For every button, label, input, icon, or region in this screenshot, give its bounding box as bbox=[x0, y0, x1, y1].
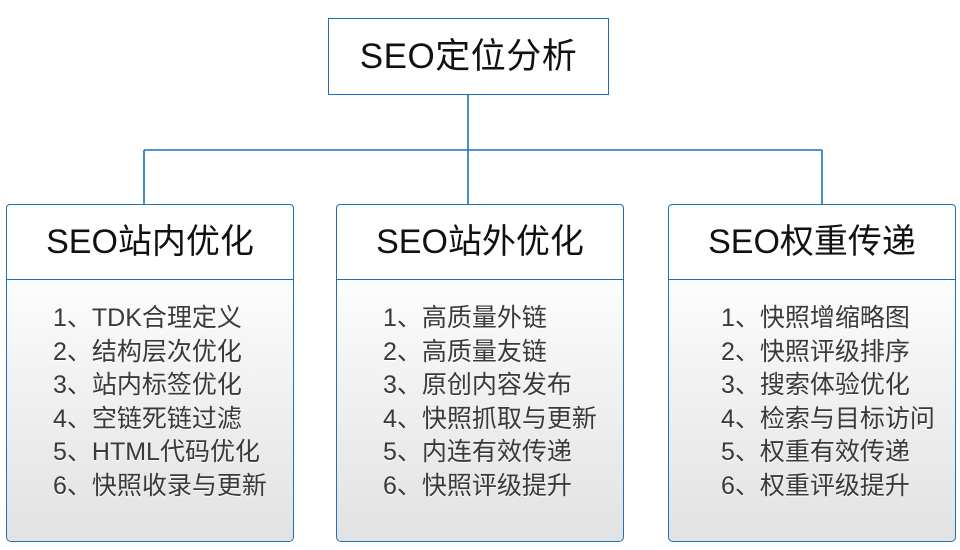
list-item: 1、快照增缩略图 bbox=[721, 304, 910, 332]
list-item: 4、快照抓取与更新 bbox=[383, 404, 597, 433]
list-item: 3、原创内容发布 bbox=[383, 371, 572, 399]
list-item: 3、站内标签优化 bbox=[53, 371, 242, 399]
list-item: 4、检索与目标访问 bbox=[721, 404, 935, 433]
list-item: 5、HTML代码优化 bbox=[53, 438, 260, 466]
list-item: 1、高质量外链 bbox=[383, 304, 547, 332]
list-item: 5、内连有效传递 bbox=[383, 438, 572, 466]
list-item: 6、快照收录与更新 bbox=[53, 471, 267, 500]
branch-2-item-list: 1、高质量外链 2、高质量友链 3、原创内容发布 4、快照抓取与更新 5、内连有… bbox=[337, 302, 597, 503]
branch-column-1: SEO站内优化 1、TDK合理定义 2、结构层次优化 3、站内标签优化 4、空链… bbox=[6, 204, 294, 542]
list-item: 2、结构层次优化 bbox=[53, 337, 242, 366]
branch-body-1: 1、TDK合理定义 2、结构层次优化 3、站内标签优化 4、空链死链过滤 5、H… bbox=[6, 280, 294, 542]
list-item: 2、快照评级排序 bbox=[721, 337, 910, 366]
branch-header-3[interactable]: SEO权重传递 bbox=[668, 204, 956, 280]
list-item: 6、快照评级提升 bbox=[383, 471, 572, 500]
branch-header-2[interactable]: SEO站外优化 bbox=[336, 204, 624, 280]
root-node-label: SEO定位分析 bbox=[359, 37, 578, 76]
branch-header-2-label: SEO站外优化 bbox=[376, 223, 584, 261]
branch-3-item-list: 1、快照增缩略图 2、快照评级排序 3、搜索体验优化 4、检索与目标访问 5、权… bbox=[669, 302, 935, 503]
list-item: 6、权重评级提升 bbox=[721, 471, 910, 500]
branch-header-3-label: SEO权重传递 bbox=[708, 223, 916, 261]
list-item: 4、空链死链过滤 bbox=[53, 404, 242, 433]
list-item: 5、权重有效传递 bbox=[721, 438, 910, 466]
branch-body-3: 1、快照增缩略图 2、快照评级排序 3、搜索体验优化 4、检索与目标访问 5、权… bbox=[668, 280, 956, 542]
branch-1-item-list: 1、TDK合理定义 2、结构层次优化 3、站内标签优化 4、空链死链过滤 5、H… bbox=[7, 302, 267, 503]
list-item: 2、高质量友链 bbox=[383, 337, 547, 366]
branch-body-2: 1、高质量外链 2、高质量友链 3、原创内容发布 4、快照抓取与更新 5、内连有… bbox=[336, 280, 624, 542]
list-item: 3、搜索体验优化 bbox=[721, 371, 910, 399]
list-item: 1、TDK合理定义 bbox=[53, 304, 242, 332]
branch-column-3: SEO权重传递 1、快照增缩略图 2、快照评级排序 3、搜索体验优化 4、检索与… bbox=[668, 204, 956, 542]
root-node[interactable]: SEO定位分析 bbox=[328, 18, 609, 95]
branch-column-2: SEO站外优化 1、高质量外链 2、高质量友链 3、原创内容发布 4、快照抓取与… bbox=[336, 204, 624, 542]
branch-header-1[interactable]: SEO站内优化 bbox=[6, 204, 294, 280]
branch-header-1-label: SEO站内优化 bbox=[46, 223, 254, 261]
